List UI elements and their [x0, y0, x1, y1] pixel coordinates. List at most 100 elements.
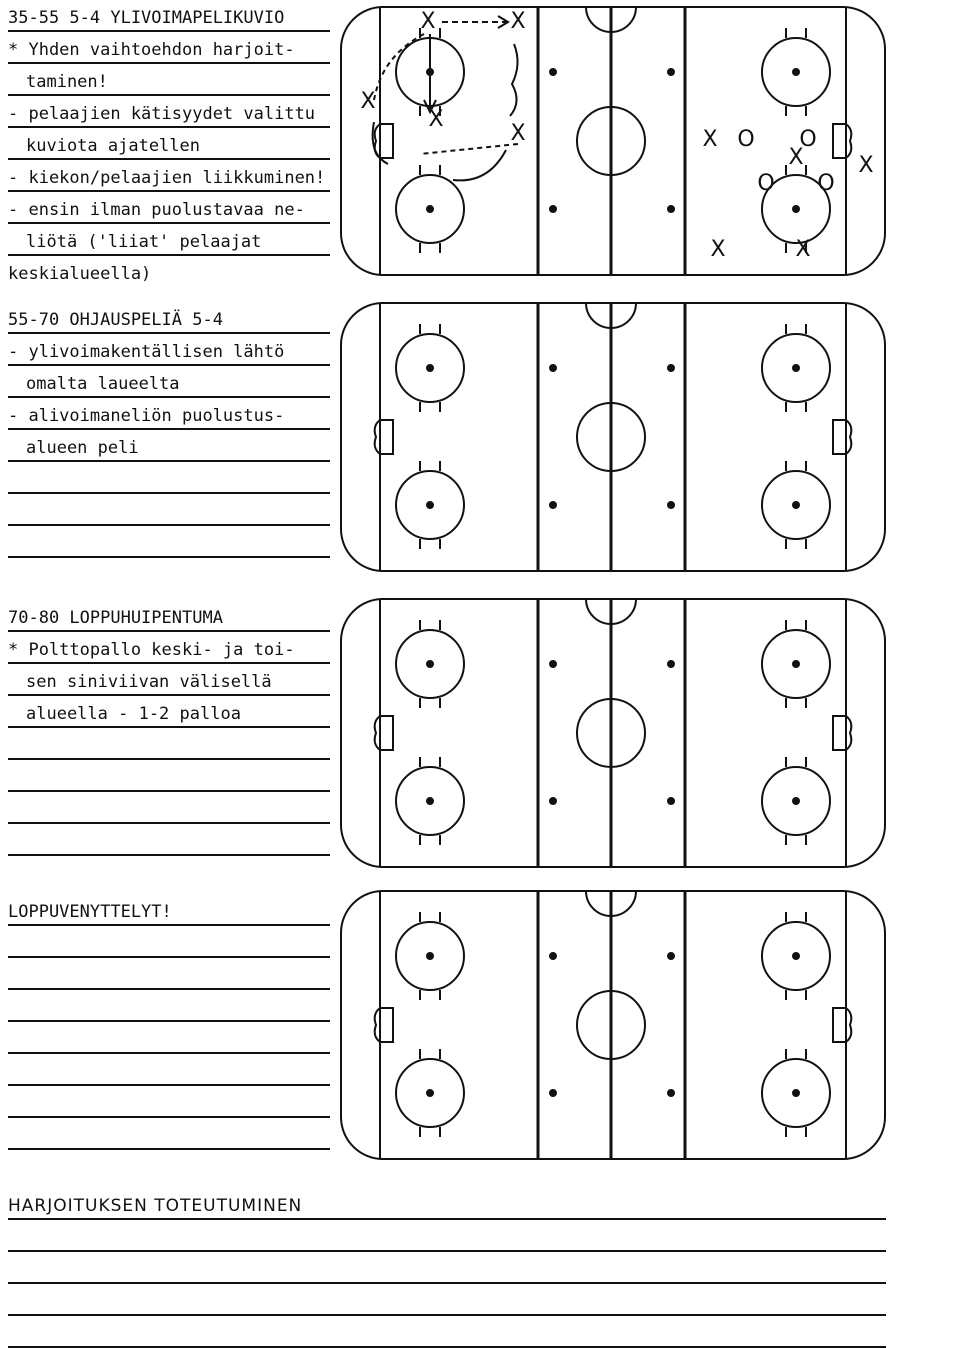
faceoff-circle	[761, 333, 831, 403]
rink-diagram-4	[338, 888, 888, 1162]
note-line: - alivoimaneliön puolustus-	[8, 398, 330, 430]
neutral-dot	[549, 501, 557, 509]
faceoff-dot	[792, 364, 800, 372]
player-o-mark: O	[757, 171, 774, 196]
blank-line	[8, 990, 330, 1022]
play-drawing	[371, 15, 519, 182]
referee-crease	[585, 598, 637, 625]
neutral-dot	[549, 364, 557, 372]
note-line: keskialueella)	[8, 264, 152, 284]
neutral-dot	[667, 205, 675, 213]
note-line: - ylivoimakentällisen lähtö	[8, 334, 330, 366]
blank-line	[8, 926, 330, 958]
note-line: alueen peli	[8, 430, 330, 462]
neutral-dot	[667, 660, 675, 668]
faceoff-dot	[426, 501, 434, 509]
pass-arrow	[419, 143, 519, 155]
pass-arrowhead	[497, 15, 510, 29]
blank-line	[8, 792, 330, 824]
goal-crease	[373, 1007, 381, 1043]
neutral-dot	[549, 952, 557, 960]
note-line: sen siniviivan välisellä	[8, 664, 330, 696]
faceoff-circle	[761, 1058, 831, 1128]
note-line: * Yhden vaihtoehdon harjoit-	[8, 32, 330, 64]
rink-diagram-2	[338, 300, 888, 574]
note-line: * Polttopallo keski- ja toi-	[8, 632, 330, 664]
faceoff-dot	[426, 952, 434, 960]
blank-line	[8, 1086, 330, 1118]
skate-path	[509, 43, 519, 117]
rink-boards	[340, 6, 886, 276]
faceoff-circle	[761, 766, 831, 836]
note-line: liötä ('liiat' pelaajat	[8, 224, 330, 256]
goal-net	[832, 715, 846, 751]
goal-net	[380, 715, 394, 751]
blank-line	[8, 760, 330, 792]
player-x-mark: X	[420, 9, 435, 34]
player-o-mark: O	[799, 127, 816, 152]
faceoff-circle	[761, 921, 831, 991]
footer-title: HARJOITUKSEN TOTEUTUMINEN	[8, 1188, 886, 1220]
goal-crease	[845, 1007, 853, 1043]
faceoff-circle	[395, 1058, 465, 1128]
player-x-mark: X	[510, 121, 525, 146]
faceoff-dot	[426, 797, 434, 805]
player-x-mark: X	[360, 89, 375, 114]
section-2-notes: 55-70 OHJAUSPELIÄ 5-4 - ylivoimakentälli…	[8, 302, 330, 558]
faceoff-dot	[792, 1089, 800, 1097]
neutral-dot	[667, 952, 675, 960]
faceoff-dot	[426, 205, 434, 213]
neutral-dot	[549, 68, 557, 76]
blank-line	[8, 1220, 886, 1252]
faceoff-circle	[395, 766, 465, 836]
blank-line	[8, 1316, 886, 1348]
faceoff-circle	[761, 629, 831, 699]
player-x-mark: X	[858, 153, 873, 178]
rink-svg	[340, 890, 886, 1160]
referee-crease	[585, 6, 637, 33]
goal-net	[380, 419, 394, 455]
note-line: LOPPUVENYTTELYT!	[8, 894, 330, 926]
note-line: taminen!	[8, 64, 330, 96]
rink-svg	[340, 302, 886, 572]
faceoff-circle	[395, 921, 465, 991]
neutral-dot	[667, 797, 675, 805]
note-line: 55-70 OHJAUSPELIÄ 5-4	[8, 302, 330, 334]
note-line: alueella - 1-2 palloa	[8, 696, 330, 728]
goal-net	[832, 123, 846, 159]
rink-group	[340, 302, 886, 572]
faceoff-circle	[761, 174, 831, 244]
center-circle	[576, 402, 646, 472]
pass-arrow	[373, 33, 425, 101]
player-o-mark: O	[817, 171, 834, 196]
player-x-mark: X	[510, 9, 525, 34]
neutral-dot	[549, 797, 557, 805]
note-line: - pelaajien kätisyydet valittu	[8, 96, 330, 128]
footer-section: HARJOITUKSEN TOTEUTUMINEN	[8, 1188, 886, 1348]
neutral-dot	[667, 501, 675, 509]
faceoff-dot	[792, 660, 800, 668]
rink-group	[340, 890, 886, 1160]
skate-path	[452, 149, 507, 182]
faceoff-dot	[792, 797, 800, 805]
skate-arrowhead	[423, 99, 437, 115]
player-x-mark: X	[795, 237, 810, 262]
faceoff-dot	[792, 205, 800, 213]
blank-line	[8, 824, 330, 856]
rink-diagram-3	[338, 596, 888, 870]
faceoff-circle	[395, 174, 465, 244]
neutral-dot	[667, 68, 675, 76]
goal-crease	[373, 715, 381, 751]
faceoff-circle	[761, 470, 831, 540]
faceoff-dot	[426, 1089, 434, 1097]
faceoff-dot	[426, 660, 434, 668]
player-x-mark: X	[710, 237, 725, 262]
note-line: 70-80 LOPPUHUIPENTUMA	[8, 600, 330, 632]
goal-crease	[845, 715, 853, 751]
player-x-mark: X	[788, 145, 803, 170]
neutral-dot	[549, 1089, 557, 1097]
blank-line	[8, 462, 330, 494]
player-x-mark: X	[428, 107, 443, 132]
goal-crease	[373, 419, 381, 455]
faceoff-dot	[792, 501, 800, 509]
